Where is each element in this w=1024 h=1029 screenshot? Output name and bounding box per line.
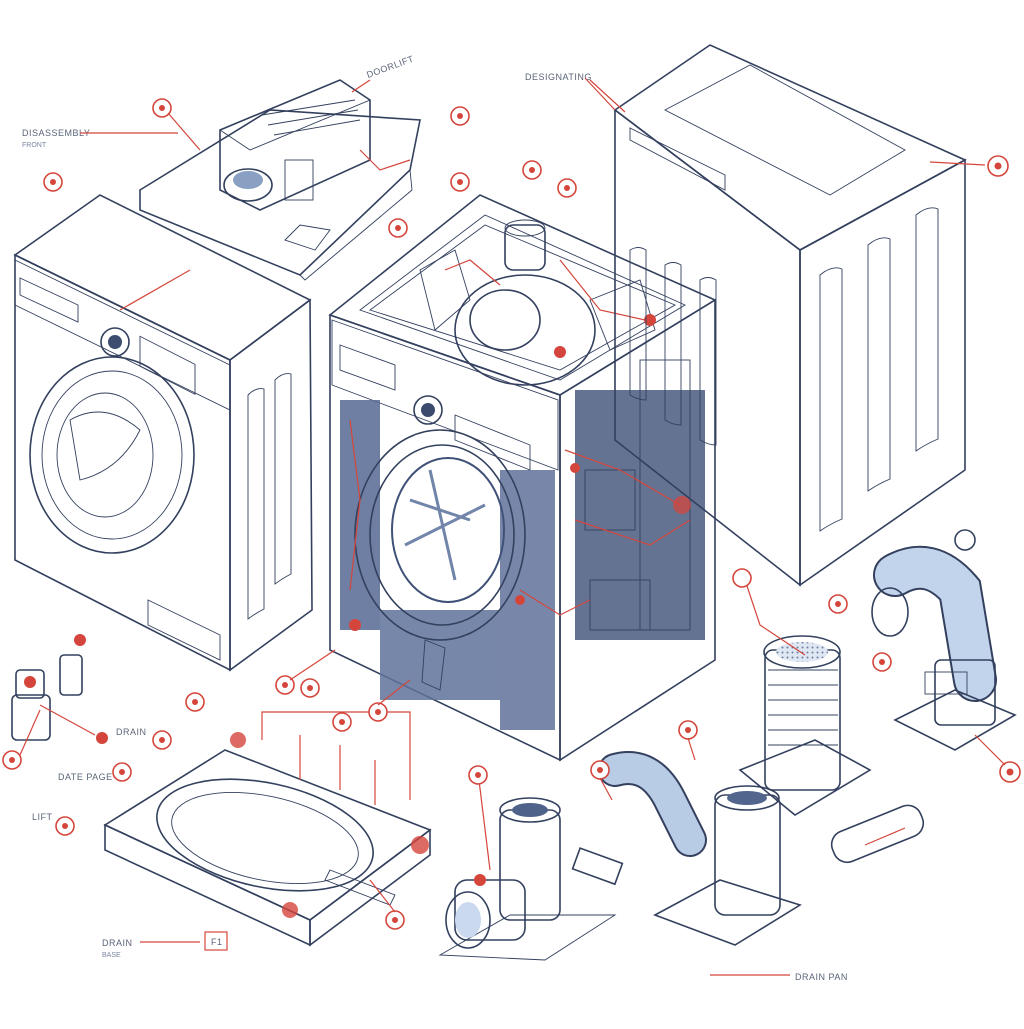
label-bottom-left-line1: DRAIN	[102, 938, 133, 948]
cartridge	[830, 804, 925, 864]
label-mid-left-b: DATE PAGE	[58, 772, 113, 782]
tag-box	[204, 931, 228, 951]
center-cutaway-machine	[328, 194, 717, 762]
callouts	[2, 98, 1021, 930]
label-left-header-line1: DISASSEMBLY	[22, 128, 90, 138]
left-front-loader	[13, 194, 313, 672]
right-top-loader	[589, 44, 986, 587]
label-bottom-left-line2: BASE	[102, 952, 121, 959]
pump-filter	[732, 568, 872, 816]
elbow-hose	[571, 751, 802, 946]
small-valve-parts	[11, 634, 108, 744]
label-top-center: DESIGNATING	[525, 72, 592, 82]
label-top-right: DOORLIFT	[365, 54, 415, 80]
label-bottom-left-tag: F1	[211, 937, 223, 947]
pipe-assembly	[871, 529, 1017, 751]
drain-pan	[103, 711, 432, 947]
label-lower-left: LIFT	[32, 812, 53, 822]
label-bottom-right: DRAIN PAN	[795, 972, 848, 982]
label-left-header-line2: FRONT	[22, 142, 47, 149]
control-module	[139, 79, 421, 281]
label-mid-left-a: DRAIN	[116, 727, 147, 737]
drain-pump	[438, 771, 617, 961]
